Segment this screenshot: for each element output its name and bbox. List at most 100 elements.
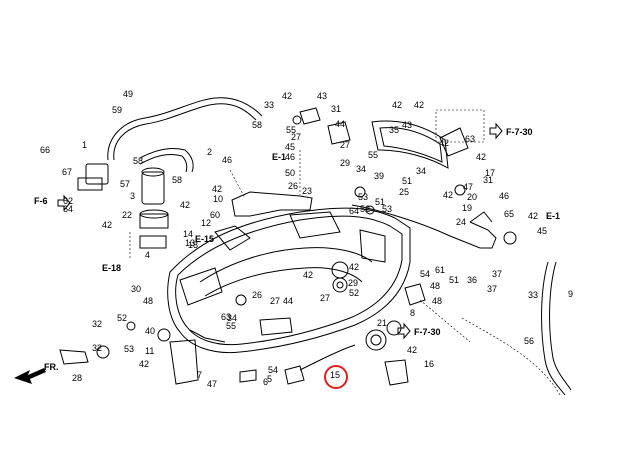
part-number-label: 46	[285, 152, 295, 162]
part-number-label: 42	[476, 152, 486, 162]
part-number-label: 8	[410, 308, 415, 318]
fuel-filter	[77, 163, 169, 249]
part-number-label: 51	[375, 197, 385, 207]
part-number-label: 42	[407, 345, 417, 355]
part-number-label: 23	[302, 186, 312, 196]
hoses	[59, 97, 572, 396]
part-number-label: 44	[283, 296, 293, 306]
part-number-label: 1	[82, 140, 87, 150]
part-number-label: 42	[282, 91, 292, 101]
part-number-label: 32	[92, 343, 102, 353]
ref-labels: F-7-30 F-7-30 F-6 E-1 E-1 E-15 E-18	[34, 127, 560, 337]
part-number-label: 53	[382, 204, 392, 214]
part-number-label: 40	[145, 326, 155, 336]
part-number-label: 64	[349, 206, 359, 216]
part-number-label: 58	[172, 175, 182, 185]
part-number-label: 51	[402, 176, 412, 186]
part-number-label: 63	[221, 312, 231, 322]
part-number-label: 42	[392, 100, 402, 110]
ref-label: E-1	[546, 211, 560, 221]
part-number-label: 57	[120, 179, 130, 189]
ref-label: F-6	[34, 196, 48, 206]
part-labels: 4959166582585736762642242141341842104260…	[40, 89, 573, 389]
part-number-label: 37	[487, 284, 497, 294]
part-number-label: 47	[463, 182, 473, 192]
part-number-label: 42	[139, 359, 149, 369]
part-number-label: 13	[185, 238, 195, 248]
part-number-label: 22	[122, 210, 132, 220]
part-number-label: 37	[492, 269, 502, 279]
part-number-label: 26	[252, 290, 262, 300]
part-number-label: 53	[358, 192, 368, 202]
part-number-label: 28	[72, 373, 82, 383]
part-number-label: 42	[303, 270, 313, 280]
part-number-label: 43	[317, 91, 327, 101]
direction-label: FR.	[44, 362, 59, 372]
part-number-label: 26	[288, 181, 298, 191]
part-number-label: 5	[267, 374, 272, 384]
part-number-label: 39	[374, 171, 384, 181]
part-number-label: 52	[349, 288, 359, 298]
part-number-label: 64	[63, 204, 73, 214]
highlight-circle	[324, 365, 348, 389]
part-number-label: 29	[348, 278, 358, 288]
ref-label: E-1	[272, 152, 286, 162]
lower-cowl	[167, 207, 411, 354]
arm-36	[351, 204, 497, 249]
part-number-label: 32	[92, 319, 102, 329]
part-number-label: 49	[123, 89, 133, 99]
part-number-label: 42	[414, 100, 424, 110]
part-number-label: 17	[485, 168, 495, 178]
part-number-label: 52	[117, 313, 127, 323]
part-number-label: 42	[443, 190, 453, 200]
part-number-label: 67	[62, 167, 72, 177]
part-number-label: 43	[402, 120, 412, 130]
part-number-label: 19	[462, 203, 472, 213]
part-number-label: 42	[349, 262, 359, 272]
part-number-label: 46	[499, 191, 509, 201]
part-number-label: 33	[264, 100, 274, 110]
part-number-label: 63	[465, 134, 475, 144]
part-number-label: 25	[399, 187, 409, 197]
part-number-label: 9	[568, 289, 573, 299]
part-number-label: 55	[226, 321, 236, 331]
part-number-label: 27	[340, 140, 350, 150]
part-number-label: 14	[183, 229, 193, 239]
part-number-label: 42	[439, 138, 449, 148]
part-number-label: 34	[227, 313, 237, 323]
part-number-label: 62	[63, 196, 73, 206]
part-number-label: 27	[320, 293, 330, 303]
part-number-label: 33	[528, 290, 538, 300]
brace-23	[231, 191, 313, 217]
ref-label: E-18	[102, 263, 121, 273]
ref-label: F-7-30	[506, 127, 533, 137]
part-number-label: 34	[416, 166, 426, 176]
part-number-label: 48	[432, 296, 442, 306]
part-number-label: 61	[435, 265, 445, 275]
front-direction-arrow: FR.	[14, 362, 59, 384]
part-number-label: 7	[197, 370, 202, 380]
part-number-label: 4	[145, 250, 150, 260]
part-number-label: 24	[456, 217, 466, 227]
part-number-label: 20	[467, 192, 477, 202]
part-number-label: 60	[210, 210, 220, 220]
ref-arrows	[57, 122, 503, 340]
part-number-label: 10	[213, 194, 223, 204]
part-number-label: 29	[340, 158, 350, 168]
part-number-label: 16	[424, 359, 434, 369]
part-number-label: 42	[212, 184, 222, 194]
fittings	[96, 107, 517, 386]
part-number-label: 2	[207, 147, 212, 157]
ref-label: E-15	[195, 234, 214, 244]
part-number-label: 54	[420, 269, 430, 279]
part-number-label: 31	[483, 175, 493, 185]
part-number-label: 18	[188, 240, 198, 250]
part-number-label: 42	[102, 220, 112, 230]
part-number-label: 11	[145, 346, 154, 356]
part-number-label: 30	[131, 284, 141, 294]
part-number-label: 44	[335, 119, 345, 129]
part-number-label: 27	[270, 296, 280, 306]
part-number-label: 53	[124, 344, 134, 354]
part-number-label: 55	[368, 150, 378, 160]
